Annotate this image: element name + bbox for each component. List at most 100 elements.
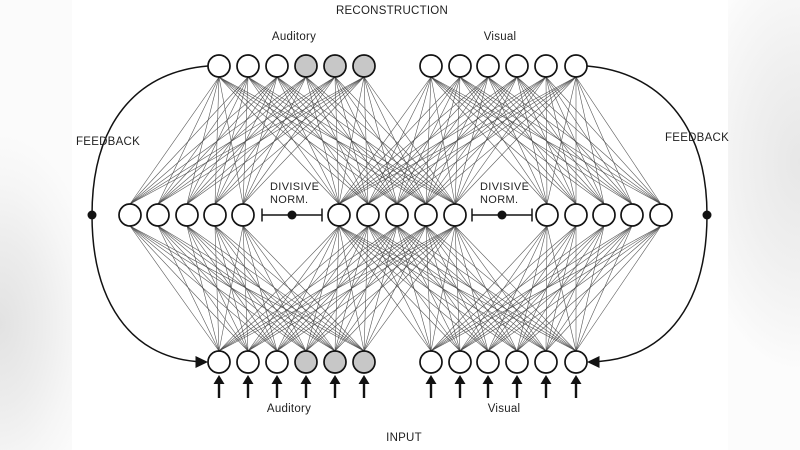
input-arrow <box>242 375 254 398</box>
edge-line <box>242 76 365 205</box>
unit-node <box>419 54 443 78</box>
edge-line <box>242 76 336 205</box>
edge-line <box>396 225 432 352</box>
edge-line <box>129 76 249 205</box>
input-arrow <box>271 375 283 398</box>
divisive-norm-right-line2: NORM. <box>480 193 519 206</box>
edge-line <box>242 76 249 205</box>
input-arrow <box>570 375 582 398</box>
edge-line <box>186 76 365 205</box>
edge-line <box>545 76 605 205</box>
edge-line <box>242 225 249 352</box>
input-arrow-head <box>300 375 312 384</box>
unit-node-shaded <box>323 350 347 374</box>
edge-line <box>430 225 633 352</box>
input-arrow-head <box>242 375 254 384</box>
top-visual-label: Visual <box>483 31 517 43</box>
input-arrow <box>425 375 437 398</box>
edge-line <box>516 76 548 205</box>
edge-line <box>338 76 432 205</box>
unit-node <box>327 203 351 227</box>
edge-line <box>545 76 548 205</box>
edge-line <box>487 225 662 352</box>
input-arrow-stem <box>275 383 279 398</box>
edge-line <box>516 76 633 205</box>
edge-line <box>430 76 633 205</box>
edge-line <box>218 76 340 205</box>
edge-line <box>218 225 340 352</box>
input-arrow-head <box>511 375 523 384</box>
background-right-gradient <box>728 0 800 450</box>
edge-line <box>430 225 577 352</box>
unit-node-shaded <box>294 54 318 78</box>
unit-node <box>203 203 227 227</box>
unit-node <box>414 203 438 227</box>
divisive-norm-marker-1 <box>261 208 323 222</box>
unit-node-shaded <box>294 350 318 374</box>
feedback-left-label: FEEDBACK <box>76 136 140 148</box>
unit-node <box>505 54 529 78</box>
background-left-gradient <box>0 0 72 450</box>
edge-line <box>214 76 365 205</box>
input-arrow <box>511 375 523 398</box>
edge-line <box>242 76 307 205</box>
edge-line <box>367 225 489 352</box>
unit-node <box>146 203 170 227</box>
unit-node <box>118 203 142 227</box>
edge-line <box>454 225 547 352</box>
edge-line <box>545 225 662 352</box>
input-visual-nodes <box>419 350 588 374</box>
feedback-right-label: FEEDBACK <box>665 132 729 144</box>
edge-line <box>430 76 548 205</box>
divisive-norm-label-right: DIVISIVE NORM. <box>480 181 529 206</box>
edge-line <box>575 76 633 205</box>
edge-line <box>575 76 662 205</box>
input-arrow-head <box>540 375 552 384</box>
edge-line <box>214 76 220 205</box>
edge-line <box>454 225 518 352</box>
unit-node <box>443 203 467 227</box>
edge-line <box>186 225 365 352</box>
edge-line <box>157 76 249 205</box>
reconstruction-visual-nodes <box>419 54 588 78</box>
input-arrow-head <box>454 375 466 384</box>
unit-node <box>564 203 588 227</box>
edge-line <box>575 225 662 352</box>
edge-line <box>338 76 547 205</box>
edge-line <box>334 225 456 352</box>
input-arrow-stem <box>429 383 433 398</box>
feedback-loop-right <box>586 65 712 368</box>
unit-node <box>236 54 260 78</box>
unit-node <box>476 350 500 374</box>
hidden-shared-nodes <box>327 203 467 227</box>
input-arrow <box>300 375 312 398</box>
edge-line <box>334 76 340 205</box>
edge-line <box>218 225 369 352</box>
bottom-auditory-label: Auditory <box>266 403 312 415</box>
input-arrow-head <box>482 375 494 384</box>
divisive-norm-marker-2 <box>471 208 533 222</box>
top-auditory-label: Auditory <box>271 31 317 43</box>
edge-line <box>546 76 577 205</box>
input-arrow <box>213 375 225 398</box>
edge-line <box>338 76 577 205</box>
edge-line <box>129 76 307 205</box>
input-arrow-stem <box>217 383 221 398</box>
marker-dot <box>497 210 507 220</box>
input-arrow-stem <box>458 383 462 398</box>
edge-line <box>186 225 336 352</box>
edge-line <box>338 76 461 205</box>
unit-node <box>175 203 199 227</box>
edge-line <box>516 76 605 205</box>
divisive-norm-label-left: DIVISIVE NORM. <box>270 181 319 206</box>
edge-line <box>218 76 244 205</box>
edge-line <box>276 225 456 352</box>
input-arrow-head <box>425 375 437 384</box>
edge-line <box>454 76 547 205</box>
edge-line <box>425 225 489 352</box>
divisive-norm-right-line1: DIVISIVE <box>480 181 530 193</box>
edge-line <box>363 76 369 205</box>
edge-line <box>186 225 278 352</box>
edge-line <box>430 225 662 352</box>
